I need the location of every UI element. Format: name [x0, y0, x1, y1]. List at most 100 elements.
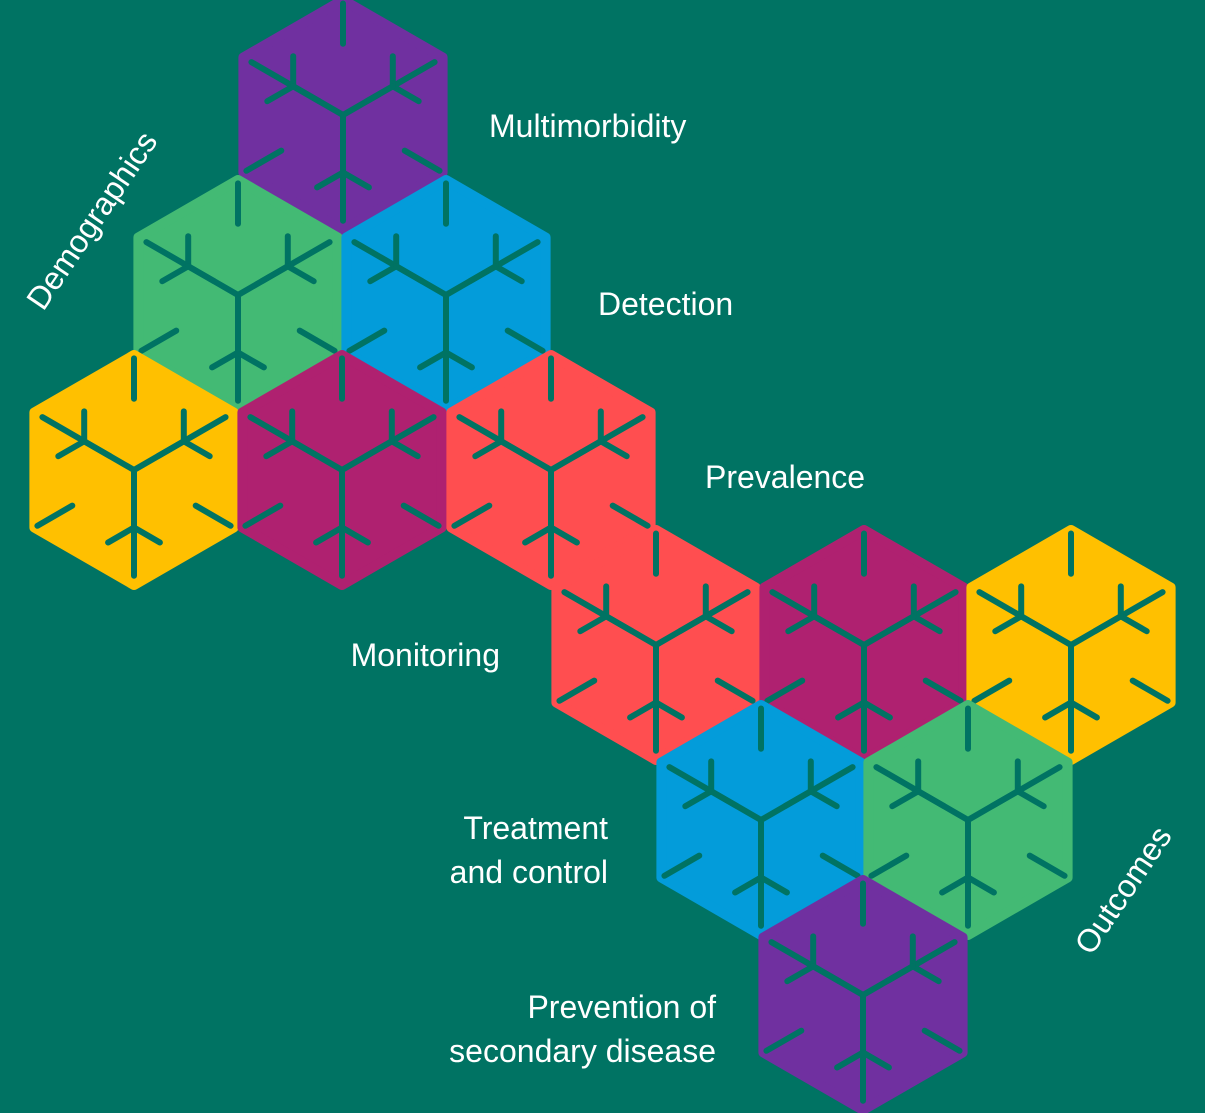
hex-magenta-right	[759, 525, 969, 765]
hex-groove	[131, 524, 163, 546]
hex-groove	[965, 874, 997, 896]
hex-groove	[290, 83, 323, 105]
hex-groove	[702, 613, 735, 635]
hex-groove	[138, 327, 180, 354]
hex-groove	[1068, 699, 1100, 721]
hex-groove	[556, 677, 598, 704]
hex-groove	[597, 438, 630, 460]
hex-yellow-right	[966, 525, 1176, 765]
hex-groove	[1129, 677, 1171, 704]
hex-groove	[915, 788, 948, 810]
hex-groove	[627, 699, 659, 721]
hex-groove	[883, 963, 916, 985]
hex-groove	[346, 327, 388, 354]
hex-groove	[682, 788, 715, 810]
hex-groove	[909, 963, 942, 985]
hex-groove	[819, 852, 861, 879]
hex-groove	[868, 852, 910, 879]
label-prevention-line2: secondary disease	[449, 1033, 716, 1069]
hex-groove	[296, 327, 338, 354]
hex-groove	[763, 1027, 805, 1054]
hex-groove	[313, 524, 345, 546]
hex-blue-lower	[656, 700, 866, 940]
hex-groove	[992, 613, 1025, 635]
hex-groove	[884, 613, 917, 635]
hex-groove	[466, 263, 499, 285]
hex-groove	[571, 438, 604, 460]
hex-groove	[577, 613, 610, 635]
hex-groove	[388, 438, 421, 460]
label-treatment-line2: and control	[449, 854, 608, 890]
hex-groove	[258, 263, 291, 285]
hex-groove	[34, 502, 76, 529]
hex-groove	[708, 788, 741, 810]
hex-groove	[105, 524, 137, 546]
hex-groove	[910, 613, 943, 635]
hex-groove	[339, 524, 371, 546]
label-treatment-line1: Treatment	[463, 810, 608, 846]
hex-groove	[417, 349, 449, 371]
hex-green-lower	[863, 700, 1073, 940]
hex-groove	[362, 438, 395, 460]
label-detection: Detection	[598, 286, 734, 322]
hex-groove	[609, 502, 651, 529]
hex-groove	[714, 677, 756, 704]
hex-groove	[810, 963, 843, 985]
hex-groove	[860, 1049, 892, 1071]
hex-yellow-left	[29, 350, 239, 590]
hex-groove	[264, 83, 297, 105]
hex-groove	[1117, 613, 1150, 635]
hex-groove	[1014, 788, 1047, 810]
hex-groove	[401, 147, 443, 174]
hex-groove	[243, 147, 285, 174]
hex-groove	[922, 677, 964, 704]
hex-groove	[758, 874, 790, 896]
hex-groove	[154, 438, 187, 460]
hex-groove	[209, 349, 241, 371]
hex-groove	[443, 349, 475, 371]
hex-groove	[81, 438, 114, 460]
hex-groove	[55, 438, 88, 460]
hex-groove	[835, 699, 867, 721]
hex-groove	[263, 438, 296, 460]
hex-groove	[192, 502, 234, 529]
hex-groove	[653, 699, 685, 721]
hex-groove	[785, 613, 818, 635]
hex-groove	[340, 169, 372, 191]
label-multimorbidity: Multimorbidity	[489, 108, 687, 144]
hex-groove	[400, 502, 442, 529]
hex-groove	[235, 349, 267, 371]
hex-groove	[393, 263, 426, 285]
hex-groove	[732, 874, 764, 896]
hex-groove	[861, 699, 893, 721]
hex-groove	[939, 874, 971, 896]
hex-groove	[889, 788, 922, 810]
hex-groove	[1042, 699, 1074, 721]
hex-groove	[472, 438, 505, 460]
hex-groove	[159, 263, 192, 285]
hex-groove	[242, 502, 284, 529]
hex-groove	[784, 963, 817, 985]
hex-purple-bottom	[758, 875, 968, 1113]
hex-groove	[185, 263, 218, 285]
hex-groove	[289, 438, 322, 460]
hex-groove	[1091, 613, 1124, 635]
label-monitoring: Monitoring	[350, 637, 500, 673]
label-prevalence: Prevalence	[705, 459, 866, 495]
hex-groove	[676, 613, 709, 635]
hex-groove	[661, 852, 703, 879]
hex-groove	[811, 613, 844, 635]
hex-groove	[807, 788, 840, 810]
hex-groove	[367, 263, 400, 285]
hex-groove	[180, 438, 213, 460]
hex-groove	[971, 677, 1013, 704]
hex-purple-top	[238, 0, 448, 235]
hex-groove	[314, 169, 346, 191]
hex-groove	[834, 1049, 866, 1071]
hex-green-upper	[133, 175, 343, 415]
hex-groove	[921, 1027, 963, 1054]
hex-groove	[284, 263, 317, 285]
hex-groove	[548, 524, 580, 546]
hex-groove	[988, 788, 1021, 810]
